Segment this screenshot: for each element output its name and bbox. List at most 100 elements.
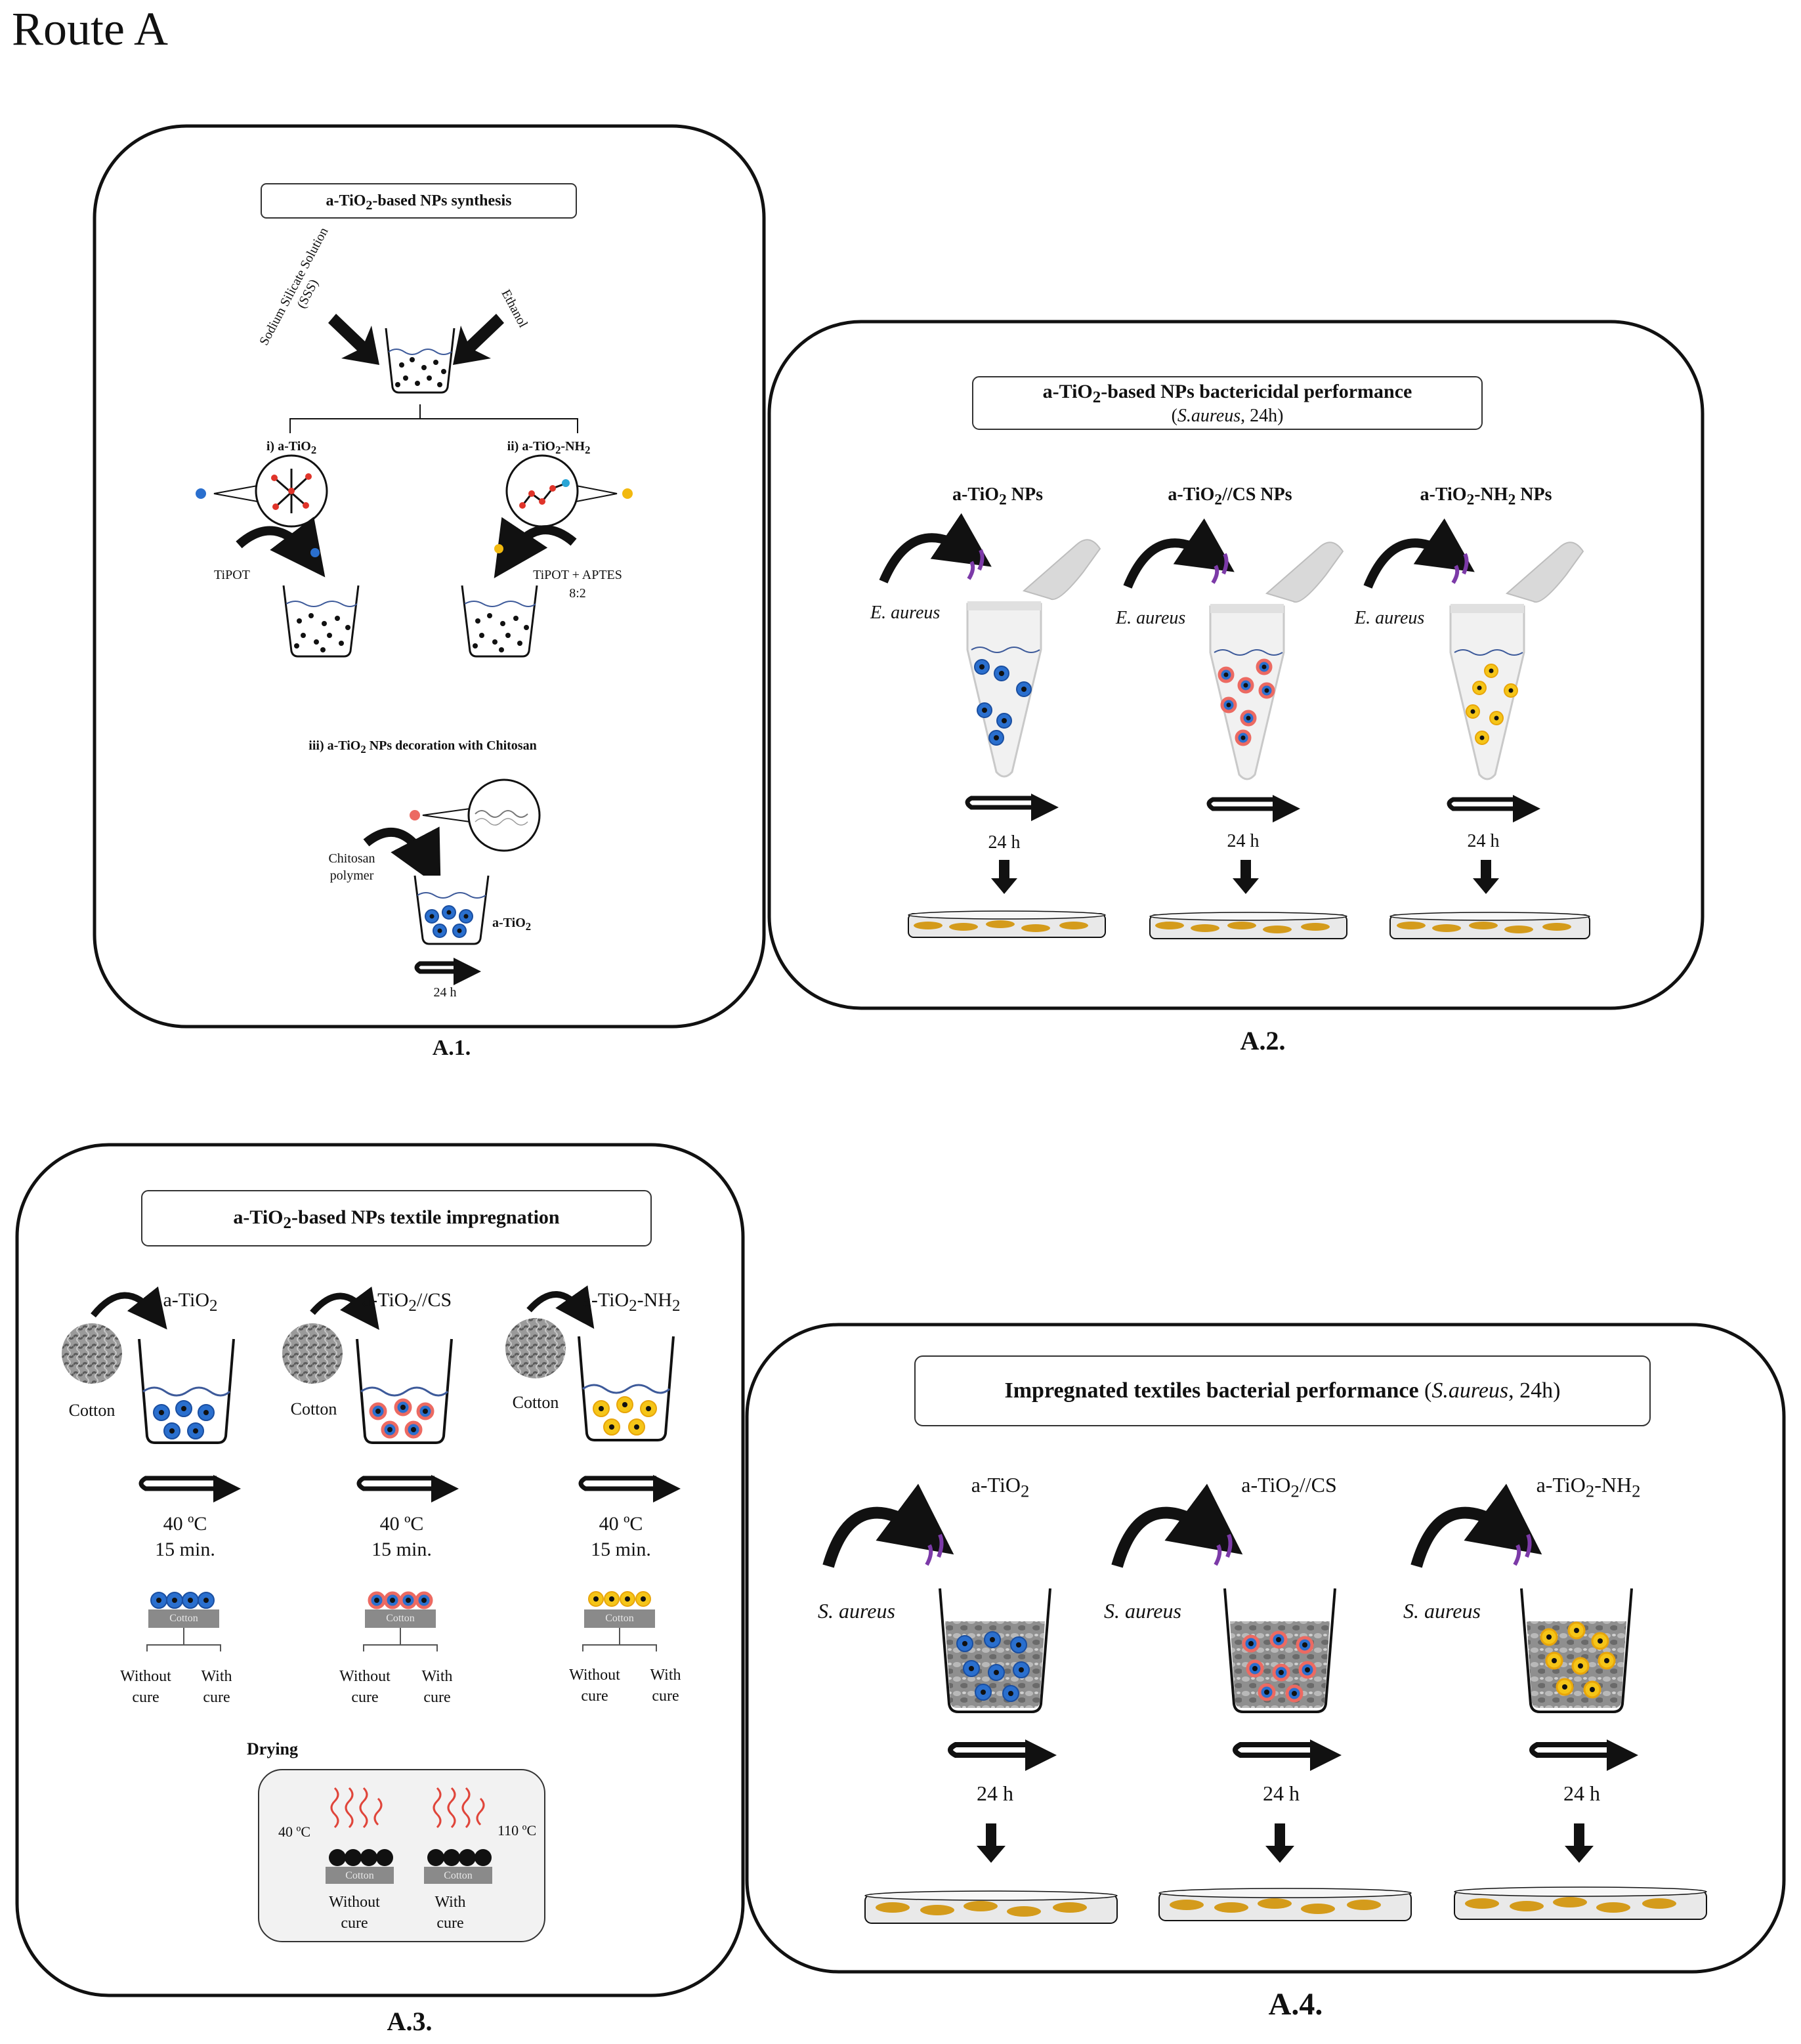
cotton-fabric-icon <box>282 1323 343 1384</box>
a3-col-2 <box>282 1287 459 1651</box>
down-arrow-icon <box>1233 860 1259 894</box>
synthesis-beaker-icon <box>385 328 456 394</box>
down-arrow-icon <box>1565 1823 1594 1863</box>
sss-arrow-icon <box>328 314 379 365</box>
a4-col-3 <box>1410 1483 1707 1920</box>
a4-col2-species: S. aureus <box>1104 1599 1181 1623</box>
stir-icon <box>948 1739 1057 1771</box>
a2-col3-time: 24 h <box>1467 831 1500 851</box>
petri-dish-icon <box>864 1890 1118 1924</box>
chitosan-zoom-icon <box>410 778 541 852</box>
a4-col2-title: a-TiO2//CS <box>1241 1473 1337 1501</box>
impregnation-arrow-icon <box>310 1287 379 1331</box>
petri-dish-icon <box>1158 1888 1412 1921</box>
heat-waves-icon <box>330 1787 485 1829</box>
bacteria-icon <box>925 1533 944 1566</box>
a2-col2-time: 24 h <box>1227 831 1260 851</box>
tipot-beaker-icon <box>282 585 360 658</box>
a4-col1-title: a-TiO2 <box>971 1473 1030 1501</box>
coated-cotton-icon <box>146 1592 221 1651</box>
a3-col3-title: a-TiO2-NH2 <box>582 1289 681 1315</box>
a-tio2-nh2-zoom-icon <box>505 454 633 528</box>
a3-title-box <box>141 1190 652 1246</box>
drying-box <box>258 1769 545 1942</box>
beaker-icon <box>138 1338 235 1444</box>
bacteria-icon <box>1211 553 1229 584</box>
s-aureus-arrow-icon <box>1410 1483 1542 1568</box>
down-arrow-icon <box>1265 1823 1294 1863</box>
a4-col-2 <box>1111 1483 1412 1921</box>
tube-lid-icon <box>1022 539 1101 601</box>
panel-a1-border <box>93 124 766 1029</box>
a2-col1-species: E. aureus <box>870 603 941 623</box>
stir-icon <box>1529 1739 1638 1771</box>
stir-icon <box>1447 795 1540 822</box>
tipot-arrow-icon <box>236 517 326 578</box>
a3-col3-cotton-label: Cotton <box>512 1393 559 1412</box>
a1-stir-icon <box>414 958 481 985</box>
bacteria-icon <box>1513 1533 1532 1566</box>
a2-col2-title: a-TiO2//CS NPs <box>1168 484 1292 509</box>
a4-col1-species: S. aureus <box>818 1599 895 1623</box>
a3-col2-title: a-TiO2//CS <box>362 1289 452 1315</box>
chitosan-beaker-icon <box>413 875 490 945</box>
s-aureus-arrow-icon <box>1111 1483 1243 1568</box>
panel-a3-border <box>15 1143 745 1997</box>
e-aureus-arrow-icon <box>1363 518 1475 589</box>
a4-col3-species: S. aureus <box>1403 1599 1481 1623</box>
stir-icon <box>578 1475 681 1502</box>
a2-title-box <box>972 376 1483 430</box>
a2-col1-title: a-TiO2 NPs <box>952 484 1043 509</box>
tube-icon <box>1449 605 1525 780</box>
e-aureus-arrow-icon <box>879 513 992 584</box>
a2-col2-species: E. aureus <box>1116 608 1186 628</box>
textile-beaker-icon <box>1520 1588 1633 1713</box>
a2-col1-time: 24 h <box>988 832 1021 853</box>
a1-title: a-TiO2-based NPs synthesis <box>326 192 512 213</box>
impregnation-arrow-icon <box>91 1286 167 1330</box>
a1-branch-i-label: i) a-TiO2 <box>266 439 317 456</box>
ethanol-arrow-icon <box>453 314 504 365</box>
panel-a2-border <box>767 320 1705 1010</box>
branch-bracket <box>289 404 578 433</box>
stir-icon <box>356 1475 459 1502</box>
petri-dish-icon <box>1389 912 1590 939</box>
a-tio2-zoom-icon <box>196 454 328 528</box>
down-arrow-icon <box>977 1823 1006 1863</box>
stir-icon <box>965 794 1059 821</box>
stir-icon <box>1206 795 1300 822</box>
a1-title-box <box>261 183 577 219</box>
stir-icon <box>1233 1739 1342 1771</box>
petri-dish-icon <box>1454 1886 1707 1920</box>
a4-panel-label: A.4. <box>1268 1987 1323 2022</box>
beaker-icon <box>356 1338 453 1444</box>
a2-col-3 <box>1363 518 1590 939</box>
a3-drying-cotton-tag-2: Cotton <box>444 1870 473 1881</box>
coated-cotton-icon <box>582 1591 657 1651</box>
a2-title: a-TiO2-based NPs bactericidal performanc… <box>1042 381 1412 406</box>
a3-col1-title: a-TiO2 <box>163 1289 218 1315</box>
a4-col1-time: 24 h <box>977 1781 1013 1805</box>
a4-title-box <box>914 1355 1651 1426</box>
cotton-fabric-icon <box>62 1323 122 1384</box>
s-aureus-arrow-icon <box>822 1483 954 1568</box>
a2-col3-title: a-TiO2-NH2 NPs <box>1420 484 1552 509</box>
a3-col3-cotton-tag: Cotton <box>605 1613 634 1624</box>
cotton-fabric-icon <box>505 1318 566 1378</box>
tipot-label: TiPOT <box>214 568 250 582</box>
a2-panel-label: A.2. <box>1240 1026 1286 1055</box>
a3-col-3 <box>505 1285 681 1651</box>
a3-col1-cotton-tag: Cotton <box>169 1613 198 1624</box>
down-arrow-icon <box>1473 860 1499 894</box>
a3-title: a-TiO2-based NPs textile impregnation <box>233 1206 560 1232</box>
a1-panel-label: A.1. <box>432 1036 471 1060</box>
